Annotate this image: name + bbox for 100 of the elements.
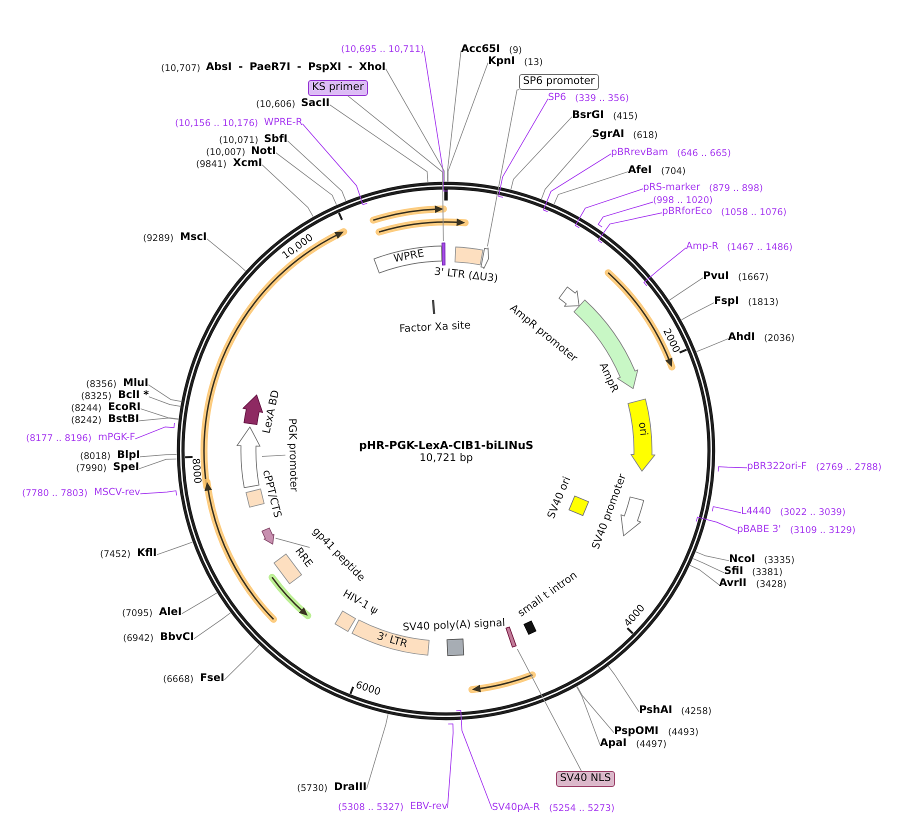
enzyme-label: PspOMI	[614, 726, 659, 738]
oligo-label: EBV-rev	[410, 802, 448, 812]
coordinate-label: (8356)	[86, 380, 117, 390]
feature-callout: KS primer	[308, 80, 368, 96]
coordinate-label: (9)	[509, 46, 522, 56]
enzyme-label: SbfI	[264, 134, 288, 146]
coordinate-label: (3022 .. 3039)	[780, 508, 846, 518]
coordinate-label: (5730)	[297, 784, 328, 794]
enzyme-label: NcoI	[729, 554, 756, 566]
enzyme-label: FspI	[714, 296, 739, 308]
coordinate-label: (4493)	[668, 728, 699, 738]
enzyme-label: MluI	[123, 378, 148, 390]
feature-label: PGK promoter	[285, 418, 299, 492]
leader-line	[576, 686, 614, 734]
coordinate-label: (2769 .. 2788)	[816, 462, 882, 473]
coordinate-label: (879 .. 898)	[709, 184, 763, 194]
leader-line	[140, 454, 177, 458]
coordinate-label: (13)	[524, 58, 543, 68]
feature-label: 3' LTR (ΔU3)	[433, 266, 498, 286]
leader-line	[424, 50, 448, 192]
coordinate-label: (8177 .. 8196)	[26, 434, 92, 444]
feature-label: WPRE	[392, 248, 426, 266]
coordinate-label: (5308 .. 5327)	[338, 802, 404, 813]
map-title: pHR-PGK-LexA-CIB1-biLINuS	[359, 440, 534, 452]
enzyme-label: DraIII	[334, 782, 367, 794]
coordinate-label: (3109 .. 3129)	[790, 526, 856, 536]
leader-line	[692, 558, 724, 574]
coordinate-label: (10,695 .. 10,711)	[341, 45, 424, 56]
leader-line	[181, 592, 218, 614]
leader-line	[574, 188, 644, 228]
coordinate-label: (9289)	[143, 234, 174, 244]
leader-line	[446, 50, 462, 182]
leader-line	[276, 152, 337, 206]
coordinate-label: (10,606)	[256, 100, 296, 110]
enzyme-label: PvuI	[703, 271, 729, 283]
enzyme-label: AhdI	[728, 332, 756, 344]
enzyme-label: PshAI	[639, 705, 672, 717]
leader-line	[156, 542, 193, 556]
coordinate-label: (10,707)	[161, 64, 200, 74]
enzyme-label: KflI	[137, 548, 157, 560]
feature-label: Factor Xa site	[399, 320, 471, 336]
coordinate-label: (4497)	[636, 740, 667, 750]
leader-line	[690, 564, 720, 586]
oligo-label: WPRE-R	[264, 118, 302, 128]
leader-line	[148, 384, 182, 402]
enzyme-label: AleI	[159, 607, 182, 619]
leader-line	[543, 153, 612, 212]
feature-label: 3' LTR	[375, 631, 408, 651]
coordinate-label: (10,156 .. 10,176)	[175, 118, 258, 129]
coordinate-label: (3335)	[764, 556, 795, 566]
oligo-label: pBR322ori-F	[747, 462, 807, 472]
oligo-label: pRS-marker	[643, 182, 700, 194]
enzyme-label: AfeI	[628, 165, 652, 177]
leader-line	[598, 212, 662, 244]
leader-line	[148, 396, 181, 407]
oligo-label: pBRforEco	[662, 206, 712, 218]
coordinate-label: (618)	[633, 130, 658, 141]
leader-line	[329, 104, 428, 183]
oligo-label: SV40pA-R	[492, 802, 540, 814]
scale-label: 2000	[660, 326, 682, 354]
leader-line	[554, 171, 628, 205]
coordinate-label: (10,071)	[219, 136, 258, 146]
coordinate-label: (3428)	[756, 580, 787, 590]
leader-line	[366, 714, 388, 790]
feature-label: ori	[635, 421, 648, 436]
coordinate-label: (8325)	[81, 392, 112, 402]
coordinate-label: (1813)	[748, 298, 779, 308]
oligo-label: pBRrevBam	[611, 148, 668, 158]
coordinate-label: (8244)	[71, 404, 102, 414]
enzyme-label: ApaI	[600, 738, 627, 750]
coordinate-label: (8242)	[71, 416, 102, 426]
leader-line	[487, 89, 520, 247]
feature-callout: SP6 promoter	[519, 74, 599, 90]
coordinate-label: (3381)	[752, 568, 783, 578]
leader-line	[598, 202, 654, 228]
leader-line	[718, 466, 748, 472]
enzyme-label: BlpI	[117, 450, 140, 462]
enzyme-label: MscI	[180, 232, 207, 244]
leader-line	[456, 710, 492, 810]
coordinate-label: (7990)	[76, 464, 107, 474]
coordinate-label: (6668)	[163, 674, 194, 685]
leader-line	[668, 277, 704, 301]
coordinate-label: (2036)	[764, 334, 795, 344]
enzyme-label: AbsI - PaeR7I - PspXI - XhoI	[206, 62, 386, 74]
leader-line	[194, 612, 231, 640]
coordinate-label: (704)	[661, 166, 686, 177]
oligo-label: MSCV-rev	[94, 488, 140, 498]
leader-line	[696, 338, 728, 352]
leader-line	[140, 408, 179, 420]
feature-callout: SV40 NLS	[556, 771, 615, 787]
oligo-label: SP6	[548, 92, 566, 104]
coordinate-label: (339 .. 356)	[575, 94, 629, 104]
leader-line	[140, 490, 178, 496]
coordinate-label: (998 .. 1020)	[653, 196, 713, 206]
oligo-label: pBABE 3'	[737, 524, 782, 536]
enzyme-label: SfiI	[724, 566, 744, 578]
coordinate-label: (1058 .. 1076)	[721, 208, 787, 218]
feature-label: LexA BD	[262, 389, 283, 435]
coordinate-label: (9841)	[196, 160, 227, 170]
enzyme-label: BsrGI	[572, 110, 604, 122]
